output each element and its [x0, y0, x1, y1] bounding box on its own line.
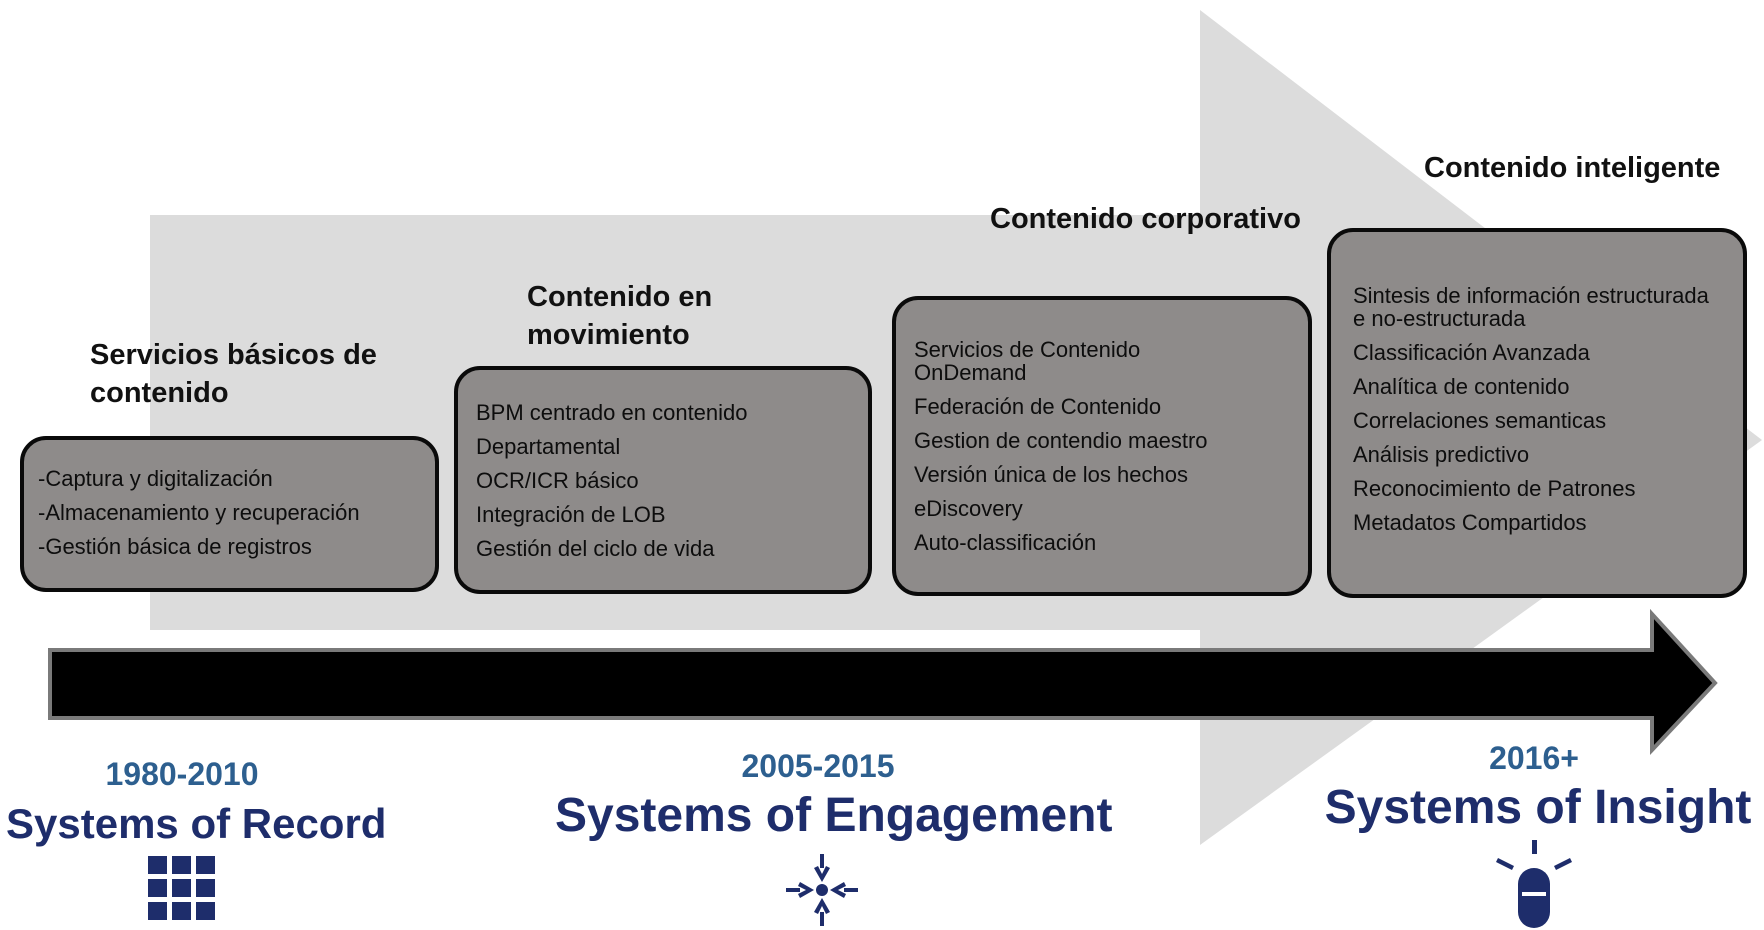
era-name-engagement: Systems of Engagement — [555, 789, 1113, 842]
list-item: OCR/ICR básico — [476, 468, 639, 493]
lightbulb-icon — [1496, 840, 1572, 928]
list-item: BPM centrado en contenido — [476, 400, 748, 425]
list-item: Análisis predictivo — [1353, 442, 1530, 467]
list-item: Auto-classificación — [914, 530, 1097, 555]
list-item: -Captura y digitalización — [38, 466, 273, 491]
grid-icon — [148, 856, 215, 920]
list-item: Classificación Avanzada — [1353, 340, 1590, 365]
stage-title-basic-services: Servicios básicos de contenido — [90, 339, 377, 409]
stage-box-intelligent-content: Sintesis de información estructurada e n… — [1327, 228, 1747, 598]
list-item: -Almacenamiento y recuperación — [38, 500, 360, 525]
list-item: Servicios de Contenido OnDemand — [914, 337, 1141, 385]
snowflake-icon — [786, 854, 858, 926]
stage-box-basic-services: -Captura y digitalización -Almacenamient… — [20, 436, 439, 592]
list-item: Versión única de los hechos — [914, 462, 1188, 487]
list-item: eDiscovery — [914, 496, 1023, 521]
stage-title-corporate-content: Contenido corporativo — [990, 203, 1301, 235]
list-item: Integración de LOB — [476, 502, 666, 527]
list-item: Correlaciones semanticas — [1353, 408, 1607, 433]
era-years-insight: 2016+ — [1489, 740, 1579, 776]
era-name-insight: Systems of Insight — [1324, 781, 1752, 834]
stage-title-intelligent-content: Contenido inteligente — [1424, 152, 1721, 184]
stage-title-content-in-motion: Contenido en movimiento — [527, 281, 713, 351]
timeline-arrow — [48, 608, 1718, 756]
list-item: -Gestión básica de registros — [38, 534, 312, 559]
list-item: Reconocimiento de Patrones — [1353, 476, 1636, 501]
stage-box-content-in-motion: BPM centrado en contenido Departamental … — [454, 366, 872, 594]
stage-box-corporate-content: Servicios de Contenido OnDemand Federaci… — [892, 296, 1312, 596]
list-item: Sintesis de información estructurada e n… — [1353, 283, 1709, 331]
era-years-record: 1980-2010 — [105, 756, 259, 792]
list-item: Federación de Contenido — [914, 394, 1162, 419]
list-item: Metadatos Compartidos — [1353, 510, 1587, 535]
era-years-engagement: 2005-2015 — [741, 748, 895, 784]
era-name-record: Systems of Record — [6, 800, 387, 847]
list-item: Gestion de contendio maestro — [914, 428, 1208, 453]
list-item: Analítica de contenido — [1353, 374, 1570, 399]
list-item: Gestión del ciclo de vida — [476, 536, 715, 561]
list-item: Departamental — [476, 434, 621, 459]
